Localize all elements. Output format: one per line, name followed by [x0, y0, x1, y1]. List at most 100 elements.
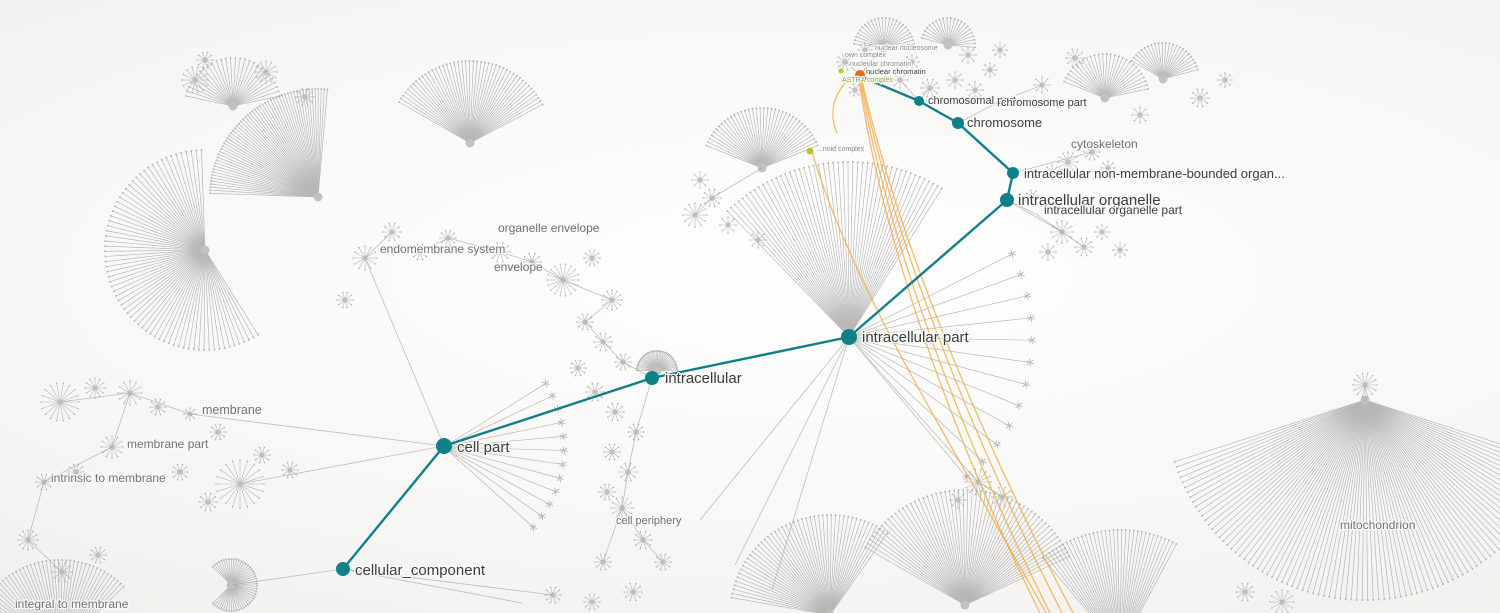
node-intracellular-nmb-organelle[interactable] — [1007, 167, 1019, 179]
selected-path-edge — [650, 335, 851, 380]
cluster-burst — [215, 459, 265, 509]
cluster-fan — [1041, 529, 1178, 613]
label-intracellular-part[interactable]: intracellular part — [861, 328, 971, 347]
selected-path-edge — [956, 121, 1015, 175]
graph-edge — [584, 321, 604, 343]
graph-edge — [562, 279, 613, 301]
cluster-burst — [1217, 72, 1233, 88]
graph-edge — [189, 413, 445, 447]
node-cell-part[interactable] — [436, 438, 452, 454]
label-astra-complex[interactable]: ASTRA complex — [841, 76, 895, 85]
graph-edge — [43, 446, 113, 483]
graph-edge — [59, 392, 131, 403]
label-membrane-part[interactable]: membrane part — [126, 436, 210, 452]
cluster-fan — [920, 17, 976, 50]
label-mitochondrion[interactable]: mitochondrion — [1339, 517, 1417, 533]
label-endomembrane-system[interactable]: endomembrane system — [379, 241, 507, 257]
node-chromosome[interactable] — [952, 117, 964, 129]
cluster-burst — [1044, 164, 1060, 180]
label-own-complex[interactable]: own complex — [844, 51, 888, 60]
node-nuclear-chromatin[interactable] — [855, 70, 865, 80]
cluster-burst — [1057, 151, 1079, 173]
graph-edge — [342, 568, 523, 604]
label-intracellular-nmb-organelle[interactable]: intracellular non-membrane-bounded organ… — [1023, 165, 1286, 182]
graph-edge — [364, 231, 393, 259]
label-cytoskeleton[interactable]: cytoskeleton — [1070, 136, 1139, 152]
node-intracellular-part[interactable] — [841, 329, 857, 345]
graph-edge — [996, 84, 1043, 104]
cluster-burst — [569, 359, 587, 377]
highlighted-orange-edge — [858, 79, 1041, 613]
label-chromosome-part[interactable]: chromosome part — [1000, 96, 1088, 110]
label-intrinsic-to-membrane[interactable]: intrinsic to membrane — [50, 470, 167, 486]
node-noid-complex[interactable] — [806, 147, 814, 155]
node-cellular-component[interactable] — [336, 562, 350, 576]
cluster-burst — [719, 216, 737, 234]
cluster-burst — [1112, 242, 1128, 258]
cluster-fan — [0, 559, 125, 613]
graph-edge — [111, 392, 131, 448]
label-cell-part[interactable]: cell part — [456, 438, 512, 457]
cluster-burst — [1025, 189, 1039, 203]
label-membrane[interactable]: membrane — [201, 402, 263, 418]
cluster-fan — [730, 514, 889, 613]
graph-edge — [239, 445, 445, 485]
cluster-fan — [844, 249, 1036, 482]
label-cellular-component[interactable]: cellular_component — [354, 561, 487, 580]
cluster-burst — [1065, 48, 1085, 68]
cluster-burst — [411, 243, 429, 261]
graph-edge — [771, 336, 850, 591]
cluster-burst — [89, 546, 107, 564]
label-nuclear-chromatin[interactable]: nuclear chromatin — [865, 66, 927, 77]
graph-edge — [848, 336, 979, 483]
graph-edge — [27, 539, 63, 573]
node-intracellular-organelle[interactable] — [1000, 193, 1014, 207]
cluster-burst — [295, 87, 315, 107]
label-noid-complex[interactable]: ...noid complex — [816, 145, 866, 154]
cluster-fan — [397, 60, 544, 148]
graph-edge — [1012, 151, 1093, 174]
label-organelle-envelope[interactable]: organelle envelope — [497, 220, 601, 236]
selected-path-edge — [860, 75, 921, 103]
cluster-burst — [254, 60, 278, 84]
cluster-burst — [992, 42, 1008, 58]
cluster-burst — [583, 593, 601, 611]
label-cell-periphery[interactable]: cell periphery — [615, 514, 683, 528]
cluster-burst — [966, 81, 984, 99]
label-envelope[interactable]: envelope — [493, 259, 544, 275]
cluster-burst — [594, 553, 612, 571]
cluster-burst — [682, 202, 708, 228]
label-chromosomal-part[interactable]: chromosomal part — [927, 94, 1017, 108]
cluster-burst — [1039, 243, 1057, 261]
node-chromosomal-part[interactable] — [914, 96, 924, 106]
graph-edge — [621, 507, 644, 541]
label-integral-to-membrane[interactable]: integral to membrane — [14, 596, 130, 612]
cluster-burst — [198, 492, 218, 512]
highlighted-orange-edge — [860, 79, 1063, 613]
cluster-burst — [171, 463, 189, 481]
label-intracellular-organelle-part[interactable]: intracellular organelle part — [1043, 202, 1184, 218]
cluster-burst — [623, 582, 643, 602]
graph-edge — [957, 102, 998, 124]
label-chromosome[interactable]: chromosome — [966, 114, 1044, 131]
node-astra-complex[interactable] — [838, 68, 844, 74]
graph-edge — [602, 341, 624, 363]
graph-edge — [694, 197, 713, 216]
cluster-burst — [352, 245, 378, 271]
cluster-fan — [209, 88, 329, 202]
cluster-burst — [253, 446, 271, 464]
cluster-fan — [1130, 42, 1199, 84]
graph-edge — [584, 299, 613, 323]
label-nuclear-nucleosome[interactable]: nuclear nucleosome — [874, 44, 939, 53]
graph-edge — [859, 47, 885, 76]
cluster-burst — [1190, 88, 1210, 108]
node-intracellular[interactable] — [645, 371, 659, 385]
graph-edge — [364, 257, 445, 447]
label-nucleolar-chromatin[interactable]: nucleolar chromatin — [849, 60, 913, 69]
cluster-burst — [691, 171, 709, 189]
label-intracellular-organelle[interactable]: intracellular organelle — [1017, 191, 1162, 210]
label-intracellular[interactable]: intracellular — [664, 369, 743, 388]
cluster-fan — [705, 107, 819, 173]
